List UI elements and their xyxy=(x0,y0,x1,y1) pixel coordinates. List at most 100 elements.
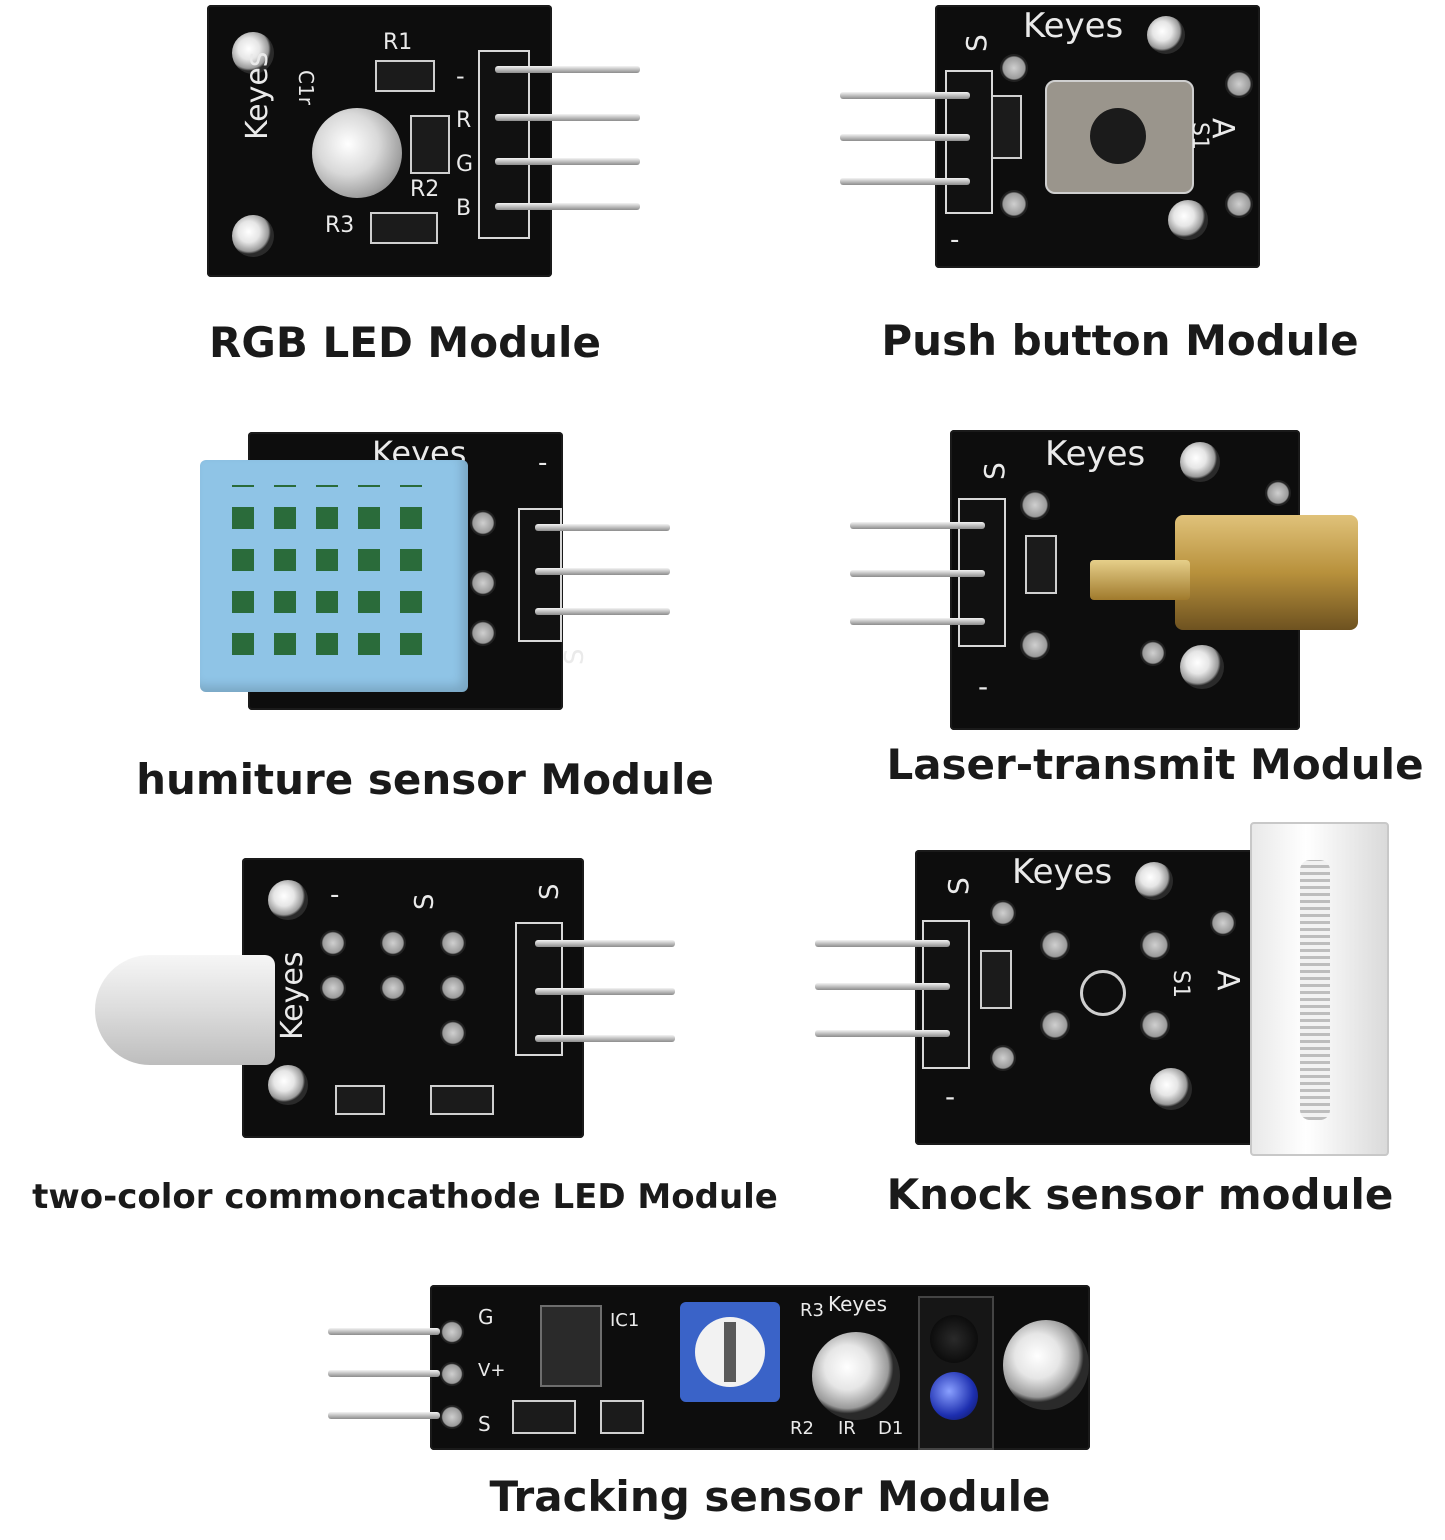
minus-label: - xyxy=(950,225,960,255)
header-pin xyxy=(328,1328,440,1335)
resistor xyxy=(1025,535,1057,594)
d1-label: D1 xyxy=(878,1418,904,1439)
spring-coil xyxy=(1300,860,1330,1120)
smd-component xyxy=(512,1400,576,1434)
pin-r-label: R xyxy=(456,108,472,133)
resistor xyxy=(990,95,1022,159)
header-pin xyxy=(328,1412,440,1419)
pin-header xyxy=(478,50,530,239)
ir-receiver xyxy=(930,1315,978,1363)
switch-button-cap xyxy=(1090,108,1146,164)
rgb-led-module: Keyes R1 R2 R3 C1r - R G B RGB LED Modul… xyxy=(0,0,700,390)
header-pin xyxy=(535,524,670,531)
smd-component xyxy=(430,1085,494,1115)
solder-pad xyxy=(1040,930,1070,960)
ic1-label: IC1 xyxy=(610,1310,640,1331)
header-pin xyxy=(495,203,640,210)
module-caption: RGB LED Module xyxy=(209,318,601,367)
header-pin xyxy=(850,618,985,625)
minus-label: - xyxy=(538,448,548,478)
s-label: S xyxy=(560,648,590,665)
mounting-hole xyxy=(1150,1068,1192,1110)
solder-pad xyxy=(1040,1010,1070,1040)
c1-label: C1r xyxy=(294,70,318,105)
mounting-hole xyxy=(1003,1320,1089,1410)
humiture-sensor-module: Keyes - S humiture sensor Module xyxy=(0,420,720,820)
module-caption: humiture sensor Module xyxy=(136,755,714,804)
brand-label: Keyes xyxy=(828,1292,887,1316)
pin-b-label: B xyxy=(456,196,472,221)
s-label: S xyxy=(960,34,993,52)
solder-pad xyxy=(1140,930,1170,960)
solder-pad xyxy=(380,930,406,956)
trimpot-slot xyxy=(724,1322,736,1382)
minus-label: - xyxy=(330,880,340,910)
solder-pad xyxy=(1000,190,1028,218)
a-label: A xyxy=(1210,970,1245,991)
header-pin xyxy=(535,1035,675,1042)
rgb-led xyxy=(312,108,402,198)
ic-chip xyxy=(540,1305,602,1387)
r1-label: R1 xyxy=(383,30,413,55)
ir-label: IR xyxy=(838,1418,856,1439)
header-pin xyxy=(535,568,670,575)
solder-pad xyxy=(470,620,496,646)
r3-label: R3 xyxy=(800,1300,824,1321)
solder-pad xyxy=(440,975,466,1001)
mounting-hole xyxy=(1180,645,1224,689)
solder-pad xyxy=(990,1045,1016,1071)
laser-diode-housing xyxy=(1175,515,1358,630)
module-caption: two-color commoncathode LED Module xyxy=(32,1177,778,1217)
resistor-r1 xyxy=(375,60,435,92)
solder-pad xyxy=(440,1362,464,1386)
solder-pad xyxy=(470,570,496,596)
header-pin xyxy=(495,114,640,121)
g-label: G xyxy=(478,1305,494,1329)
solder-pad xyxy=(990,900,1016,926)
resistor xyxy=(980,950,1012,1009)
header-pin xyxy=(328,1370,440,1377)
mounting-hole xyxy=(812,1332,900,1420)
s-mid-label: S xyxy=(410,893,440,910)
header-pin xyxy=(535,940,675,947)
s1-label: S1 xyxy=(1168,970,1193,998)
v-label: V+ xyxy=(478,1360,506,1381)
laser-transmit-module: S Keyes - Laser-transmit Module xyxy=(720,420,1445,820)
brand-label: Keyes xyxy=(240,51,275,140)
brand-label: Keyes xyxy=(1012,852,1113,892)
a-label: A xyxy=(1205,118,1240,139)
module-caption: Tracking sensor Module xyxy=(489,1472,1051,1521)
module-caption: Knock sensor module xyxy=(886,1170,1394,1219)
smd-component xyxy=(335,1085,385,1115)
laser-diode-mount xyxy=(1090,560,1190,600)
tracking-sensor-module: G V+ S IC1 R3 Keyes R2 IR D1 Tracking se… xyxy=(0,1260,1445,1540)
solder-pad xyxy=(440,930,466,956)
resistor-r3 xyxy=(370,212,438,244)
tactile-switch xyxy=(1045,80,1194,194)
header-pin xyxy=(495,158,640,165)
header-pin xyxy=(840,178,970,185)
minus-label: - xyxy=(945,1080,956,1113)
header-pin xyxy=(850,522,985,529)
s-label: S xyxy=(942,877,975,895)
minus-label: - xyxy=(978,670,989,703)
brand-label: Keyes xyxy=(1023,6,1124,46)
solder-pad xyxy=(1020,630,1050,660)
s-label: S xyxy=(478,1412,491,1436)
header-pin xyxy=(815,1030,950,1037)
solder-pad xyxy=(320,930,346,956)
knock-sensor-center xyxy=(1080,970,1126,1016)
mounting-hole xyxy=(1135,862,1173,900)
header-pin xyxy=(815,940,950,947)
mounting-hole xyxy=(1147,16,1185,54)
solder-pad xyxy=(1225,70,1253,98)
pin-g-label: G xyxy=(456,152,474,177)
ir-emitter xyxy=(930,1372,978,1420)
push-button-module: S Keyes S1 A - Push button Module xyxy=(720,0,1445,390)
solder-pad xyxy=(1140,1010,1170,1040)
header-pin xyxy=(840,92,970,99)
solder-pad xyxy=(1020,490,1050,520)
mounting-hole xyxy=(232,32,274,74)
solder-pad xyxy=(1000,54,1028,82)
brand-label: Keyes xyxy=(1045,434,1146,474)
